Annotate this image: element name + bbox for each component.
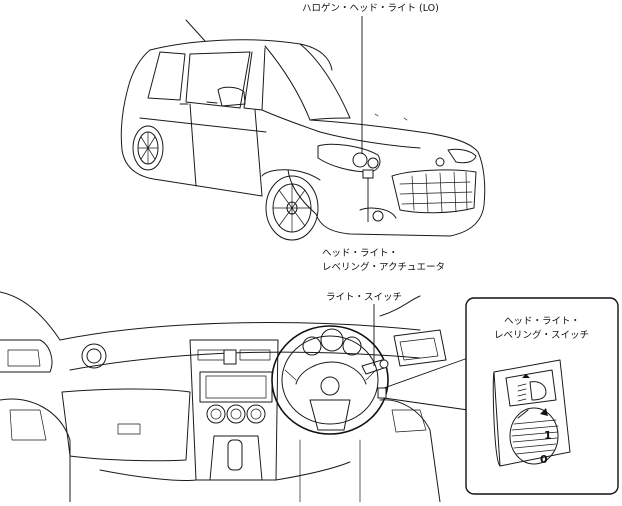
dial-mark-1: 1 (544, 429, 552, 442)
label-light-switch: ライト・スイッチ (326, 292, 403, 303)
leveling-dial (509, 407, 559, 465)
label-leveling-switch-line1: ヘッド・ライト・ (504, 316, 581, 327)
callout-lower-line (383, 397, 469, 411)
label-leveling-actuator-line2: レベリング・アクチュエータ (322, 262, 446, 273)
label-leveling-switch-line2: レベリング・スイッチ (494, 330, 590, 341)
steering-wheel (271, 325, 389, 435)
label-leveling-actuator-line1: ヘッド・ライト・ (322, 248, 399, 259)
headlight-icon (517, 374, 547, 402)
rear-wheel (132, 125, 164, 171)
leveling-switch-inset (465, 297, 619, 495)
dial-mark-0: 0 (540, 453, 548, 466)
callout-upper-line (383, 357, 469, 389)
car-exterior-illustration (120, 19, 486, 241)
label-halogen-headlight: ハロゲン・ヘッド・ライト (LO) (302, 3, 439, 14)
interior-dashboard-illustration (0, 291, 447, 503)
front-wheel (261, 169, 321, 241)
